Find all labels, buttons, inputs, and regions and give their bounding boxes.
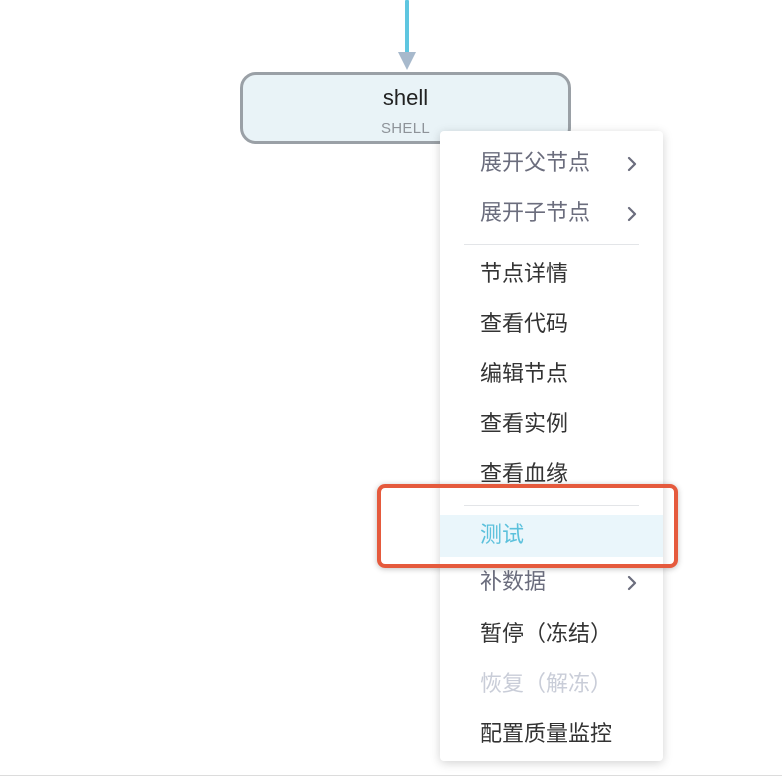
menu-item-label: 展开子节点	[480, 201, 591, 226]
task-node-shell[interactable]: shell SHELL	[240, 72, 571, 144]
menu-item-label: 恢复（解冻）	[480, 672, 613, 697]
menu-item-backfill[interactable]: 补数据	[440, 563, 663, 603]
chevron-right-icon	[627, 563, 637, 603]
menu-item-label: 测试	[480, 523, 525, 548]
menu-item-quality-monitor[interactable]: 配置质量监控	[440, 715, 663, 755]
menu-item-view-lineage[interactable]: 查看血缘	[440, 455, 663, 495]
menu-item-expand-child[interactable]: 展开子节点	[440, 194, 663, 234]
menu-item-expand-parent[interactable]: 展开父节点	[440, 144, 663, 184]
menu-item-label: 查看代码	[480, 312, 569, 337]
menu-item-label: 节点详情	[480, 262, 569, 287]
node-title: shell	[382, 85, 429, 110]
menu-divider	[464, 505, 639, 506]
node-context-menu: 展开父节点 展开子节点 节点详情 查看代码 编辑节点 查看实例 查看血缘 测试 …	[440, 131, 663, 761]
menu-item-label: 展开父节点	[480, 151, 591, 176]
bottom-divider	[0, 775, 782, 776]
chevron-right-icon	[627, 144, 637, 184]
menu-divider	[464, 244, 639, 245]
menu-item-resume: 恢复（解冻）	[440, 665, 663, 705]
menu-item-view-code[interactable]: 查看代码	[440, 305, 663, 345]
menu-item-pause[interactable]: 暂停（冻结）	[440, 615, 663, 655]
edge-arrow-icon	[398, 52, 416, 70]
menu-item-view-instances[interactable]: 查看实例	[440, 405, 663, 445]
edge-connector	[405, 0, 409, 54]
menu-item-label: 编辑节点	[480, 362, 569, 387]
menu-item-label: 暂停（冻结）	[480, 622, 613, 647]
chevron-right-icon	[627, 194, 637, 234]
menu-item-label: 查看血缘	[480, 462, 569, 487]
menu-item-node-details[interactable]: 节点详情	[440, 255, 663, 295]
menu-item-label: 补数据	[480, 570, 547, 595]
menu-item-label: 配置质量监控	[480, 722, 613, 747]
menu-item-edit-node[interactable]: 编辑节点	[440, 355, 663, 395]
menu-item-test[interactable]: 测试	[440, 515, 663, 557]
menu-item-label: 查看实例	[480, 412, 569, 437]
node-type-label: SHELL	[380, 120, 431, 137]
